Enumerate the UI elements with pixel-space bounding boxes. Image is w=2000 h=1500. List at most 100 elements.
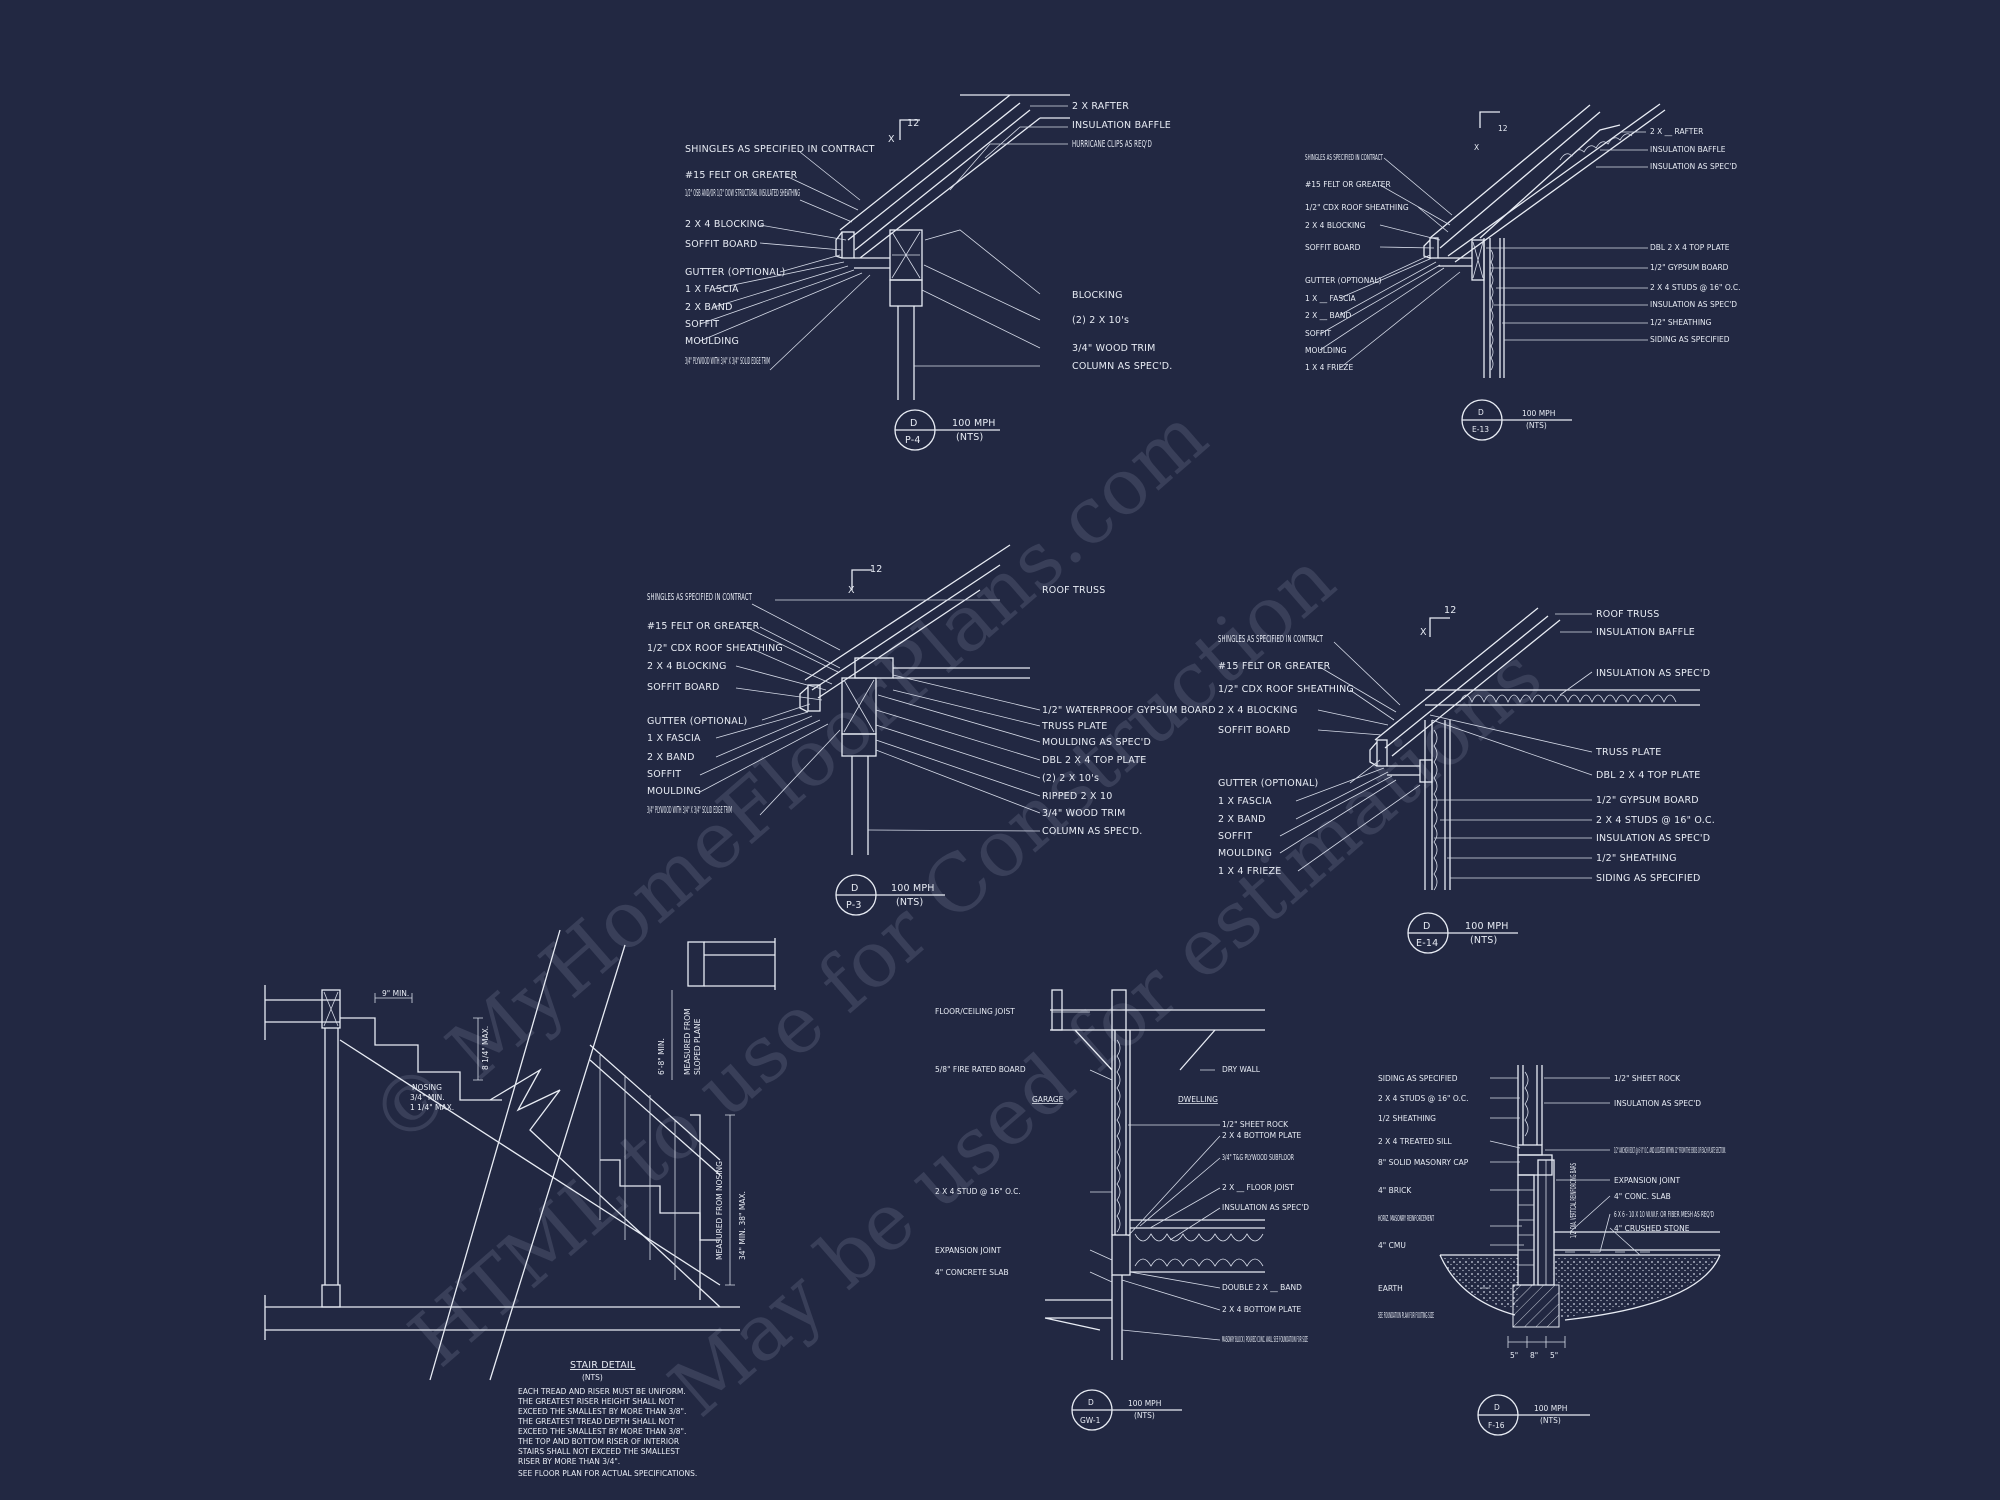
tag-top: D (910, 418, 918, 429)
tag-bottom: E-13 (1472, 425, 1489, 434)
detail-tag-p3: D P-3 100 MPH (NTS) (835, 874, 945, 916)
pitch-run: 12 (1498, 124, 1508, 133)
label: 1 X 4 FRIEZE (1305, 363, 1353, 372)
gw1-labels-left: FLOOR/CEILING JOIST 5/8" FIRE RATED BOAR… (935, 1007, 1064, 1277)
headroom-3: SLOPED PLANE (693, 1018, 702, 1075)
stair-detail-title: STAIR DETAIL (570, 1360, 636, 1371)
label: 8" SOLID MASONRY CAP (1378, 1158, 1469, 1167)
rail-height-2: 34" MIN. 38" MAX. (738, 1191, 747, 1260)
label: 1 X FASCIA (647, 733, 701, 744)
label-room-dwelling: DWELLING (1178, 1095, 1218, 1104)
scale-note: (NTS) (956, 432, 983, 443)
nosing-max: 1 1/4" MAX. (410, 1103, 454, 1112)
gw1-labels-right: DRY WALL DWELLING 1/2" SHEET ROCK 2 X 4 … (1178, 1065, 1309, 1344)
pitch-marker (899, 119, 920, 140)
p4-labels-left: SHINGLES AS SPECIFIED IN CONTRACT #15 FE… (685, 144, 875, 367)
label: 1/2 SHEATHING (1378, 1114, 1436, 1123)
label: COLUMN AS SPEC'D. (1072, 361, 1173, 372)
label: 1/2" SHEATHING (1596, 853, 1677, 864)
label: 1/2" SHEET ROCK (1222, 1120, 1289, 1129)
label: MOULDING (685, 336, 739, 347)
label: ROOF TRUSS (1042, 585, 1105, 596)
label: MASONRY BLOCK / POURED CONC. WALL SEE FO… (1222, 1335, 1308, 1344)
detail-tag-f16: D F-16 100 MPH (NTS) (1477, 1394, 1590, 1436)
note-line: EXCEED THE SMALLEST BY MORE THAN 3/8". (518, 1407, 686, 1416)
pitch-run: 12 (1444, 605, 1457, 616)
label: 1 X 4 FRIEZE (1218, 866, 1281, 877)
p3-labels-right: ROOF TRUSS 1/2" WATERPROOF GYPSUM BOARD … (1041, 585, 1216, 837)
dim-2: 8" (1530, 1351, 1538, 1360)
label: 1/2" WATERPROOF GYPSUM BOARD (1042, 705, 1216, 716)
label: 4" CRUSHED STONE (1614, 1224, 1690, 1233)
label: 3/4" WOOD TRIM (1042, 808, 1126, 819)
label: 2 X 4 BLOCKING (685, 219, 765, 230)
label: GUTTER (OPTIONAL) (1218, 778, 1318, 789)
detail-f16: 5" 8" 5" 1/2" DIA. VERTICAL REINFORCING … (1378, 1065, 1726, 1436)
scale-note: (NTS) (1526, 421, 1547, 430)
label: 2 X BAND (647, 752, 695, 763)
label: 1 X FASCIA (685, 284, 739, 295)
label: 4" CMU (1378, 1241, 1406, 1250)
label: 1/2" SHEATHING (1650, 318, 1712, 327)
label: 1/2" GYPSUM BOARD (1650, 263, 1729, 272)
label: 2 X __ RAFTER (1650, 127, 1703, 136)
wind-rating: 100 MPH (1534, 1404, 1567, 1413)
note-line: EACH TREAD AND RISER MUST BE UNIFORM. (518, 1387, 686, 1396)
label: 4" CONCRETE SLAB (935, 1268, 1009, 1277)
detail-tag-e14: D E-14 100 MPH (NTS) (1407, 912, 1518, 954)
detail-gw1: FLOOR/CEILING JOIST 5/8" FIRE RATED BOAR… (935, 989, 1309, 1431)
note-line: THE GREATEST RISER HEIGHT SHALL NOT (517, 1397, 675, 1406)
detail-e13: 12 X SHINGLES AS SPECIFIED IN CONTRACT #… (1305, 103, 1740, 441)
label: 1/2" OSB AND/OR 1/2" DOW STRUCTURAL INSU… (685, 188, 800, 199)
label: 2 X 4 BLOCKING (1218, 705, 1298, 716)
label: 1 X __ FASCIA (1305, 294, 1357, 303)
label: #15 FELT OR GREATER (1305, 180, 1391, 189)
label: 2 X __ BAND (1305, 311, 1351, 320)
rail-height-1: MEASURED FROM NOSING (715, 1161, 724, 1260)
label: INSULATION BAFFLE (1596, 627, 1695, 638)
label: INSULATION AS SPEC'D (1650, 300, 1737, 309)
e13-labels-right: 2 X __ RAFTER INSULATION BAFFLE INSULATI… (1650, 127, 1740, 344)
note-line: STAIRS SHALL NOT EXCEED THE SMALLEST (518, 1447, 680, 1456)
dim-3: 5" (1550, 1351, 1558, 1360)
label: MOULDING (1218, 848, 1272, 859)
tag-bottom: P-4 (905, 435, 921, 446)
label: SHINGLES AS SPECIFIED IN CONTRACT (1305, 153, 1383, 162)
label: INSULATION AS SPEC'D (1596, 668, 1710, 679)
e13-labels-left: SHINGLES AS SPECIFIED IN CONTRACT #15 FE… (1305, 153, 1409, 372)
label: SIDING AS SPECIFIED (1596, 873, 1701, 884)
label: 2 X __ FLOOR JOIST (1222, 1183, 1294, 1192)
label: TRUSS PLATE (1041, 721, 1107, 732)
label: RIPPED 2 X 10 (1042, 791, 1112, 802)
label: INSULATION AS SPEC'D (1222, 1203, 1309, 1212)
label: GUTTER (OPTIONAL) (1305, 276, 1382, 285)
label: 1/2" CDX ROOF SHEATHING (1305, 203, 1409, 212)
label: 2 X 4 STUDS @ 16" O.C. (1378, 1094, 1468, 1103)
tag-top: D (851, 883, 859, 894)
label: 1/2" CDX ROOF SHEATHING (647, 643, 783, 654)
label: INSULATION AS SPEC'D (1614, 1099, 1701, 1108)
label: DBL 2 X 4 TOP PLATE (1650, 243, 1730, 252)
vertical-bar-note: 1/2" DIA. VERTICAL REINFORCING BARS (1569, 1163, 1578, 1238)
note-line: EXCEED THE SMALLEST BY MORE THAN 3/8". (518, 1427, 686, 1436)
label: 2 X 4 BLOCKING (1305, 221, 1366, 230)
label: EARTH (1378, 1284, 1403, 1293)
label: SOFFIT (1305, 329, 1332, 338)
label: 1 X FASCIA (1218, 796, 1272, 807)
label: 5/8" FIRE RATED BOARD (935, 1065, 1026, 1074)
nosing-label: NOSING (412, 1083, 442, 1092)
tag-top: D (1494, 1403, 1500, 1412)
label: 1/2" GYPSUM BOARD (1596, 795, 1699, 806)
p4-labels-right: 2 X RAFTER INSULATION BAFFLE HURRICANE C… (1072, 101, 1173, 372)
label: 3/4" T&G PLYWOOD SUBFLOOR (1222, 1153, 1294, 1162)
label: 2 X RAFTER (1072, 101, 1129, 112)
label: #15 FELT OR GREATER (647, 621, 760, 632)
scale-note: (NTS) (1470, 935, 1497, 946)
label: SHINGLES AS SPECIFIED IN CONTRACT (685, 144, 875, 155)
label: GUTTER (OPTIONAL) (685, 267, 785, 278)
label: INSULATION AS SPEC'D (1650, 162, 1737, 171)
stair-dim-riser: 8 1/4" MAX. (481, 1026, 490, 1070)
label: FLOOR/CEILING JOIST (935, 1007, 1015, 1016)
label: 6 X 6 - 10 X 10 W.W.F. OR FIBER MESH AS … (1614, 1210, 1714, 1219)
label: MOULDING (647, 786, 701, 797)
